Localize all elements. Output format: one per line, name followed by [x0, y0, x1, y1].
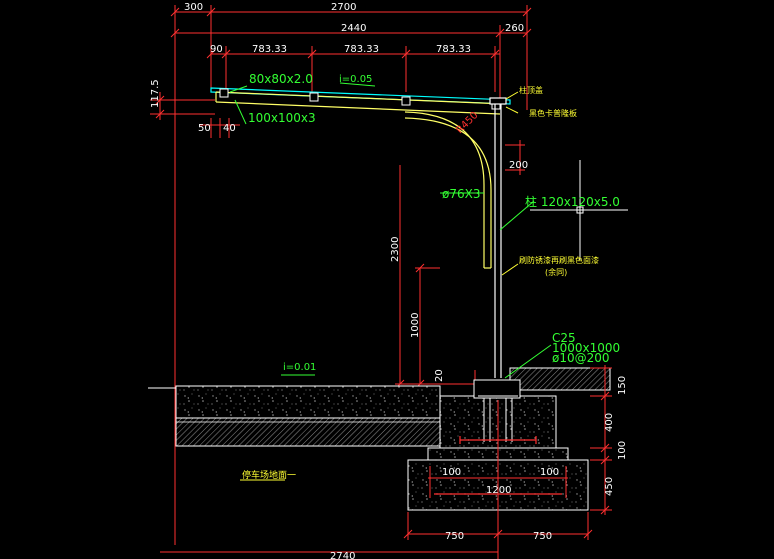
column-dimensions	[395, 140, 525, 395]
label-pipe: ø76X3	[442, 187, 480, 201]
dim-r-450: 450	[604, 477, 615, 496]
steel-column	[489, 97, 507, 378]
dim-90: 90	[210, 44, 223, 55]
base-plate-and-bolts	[473, 379, 521, 442]
dim-200: 200	[509, 160, 528, 171]
dim-r-100: 100	[617, 441, 628, 460]
label-concrete-grade: C25	[552, 331, 576, 345]
curved-brace-pipe	[404, 111, 492, 269]
crosshair-cursor-icon	[530, 160, 628, 260]
dim-300: 300	[184, 2, 203, 13]
note-paint-2: (余同)	[545, 267, 567, 277]
footing-horizontal-dims	[403, 400, 593, 559]
label-roof-slope: i=0.05	[339, 74, 372, 85]
left-dimensions	[150, 92, 240, 138]
dim-50: 50	[198, 123, 211, 134]
note-leaders	[240, 91, 519, 481]
note-paint-1: 刷防锈漆再刷黑色面漆	[519, 255, 599, 265]
dim-40: 40	[223, 123, 236, 134]
label-rebar: ø10@200	[552, 351, 610, 365]
label-ground-slope: i=0.01	[283, 362, 316, 373]
main-beam	[215, 91, 506, 115]
dim-2300: 2300	[390, 237, 401, 262]
dim-2440: 2440	[341, 23, 366, 34]
dim-r-400: 400	[604, 413, 615, 432]
label-column: 柱 120x120x5.0	[525, 194, 620, 209]
dim-f-100-left: 100	[442, 467, 461, 478]
label-footing-size: 1000x1000	[552, 341, 620, 355]
label-radius: R450	[454, 110, 480, 136]
roof-board	[210, 87, 511, 105]
note-paving: 停车场地面一	[242, 469, 296, 481]
dim-260: 260	[505, 23, 524, 34]
dim-2700: 2700	[331, 2, 356, 13]
dim-20: 20	[434, 369, 445, 382]
top-dimensions	[170, 5, 532, 545]
dim-bay-1: 783.33	[252, 44, 287, 55]
dim-750-right: 750	[533, 531, 552, 542]
label-purlin: 80x80x2.0	[249, 72, 313, 86]
foundation-vertical-dims	[590, 365, 612, 515]
dim-2740: 2740	[330, 551, 355, 559]
right-ground	[509, 367, 611, 391]
note-board: 黑色卡普隆板	[529, 108, 577, 118]
dim-750-left: 750	[445, 531, 464, 542]
purlins	[219, 88, 501, 110]
dim-1200: 1200	[486, 485, 511, 496]
dim-f-100-right: 100	[540, 467, 559, 478]
dim-bay-2: 783.33	[344, 44, 379, 55]
label-leaders	[229, 82, 552, 379]
label-beam: 100x100x3	[248, 111, 316, 125]
note-top-cap: 柱顶盖	[519, 85, 543, 95]
dim-1000: 1000	[410, 313, 421, 338]
dim-bay-3: 783.33	[436, 44, 471, 55]
dim-117-5: 117.5	[150, 79, 161, 108]
ground-slab	[148, 385, 441, 447]
dim-r-150: 150	[617, 376, 628, 395]
